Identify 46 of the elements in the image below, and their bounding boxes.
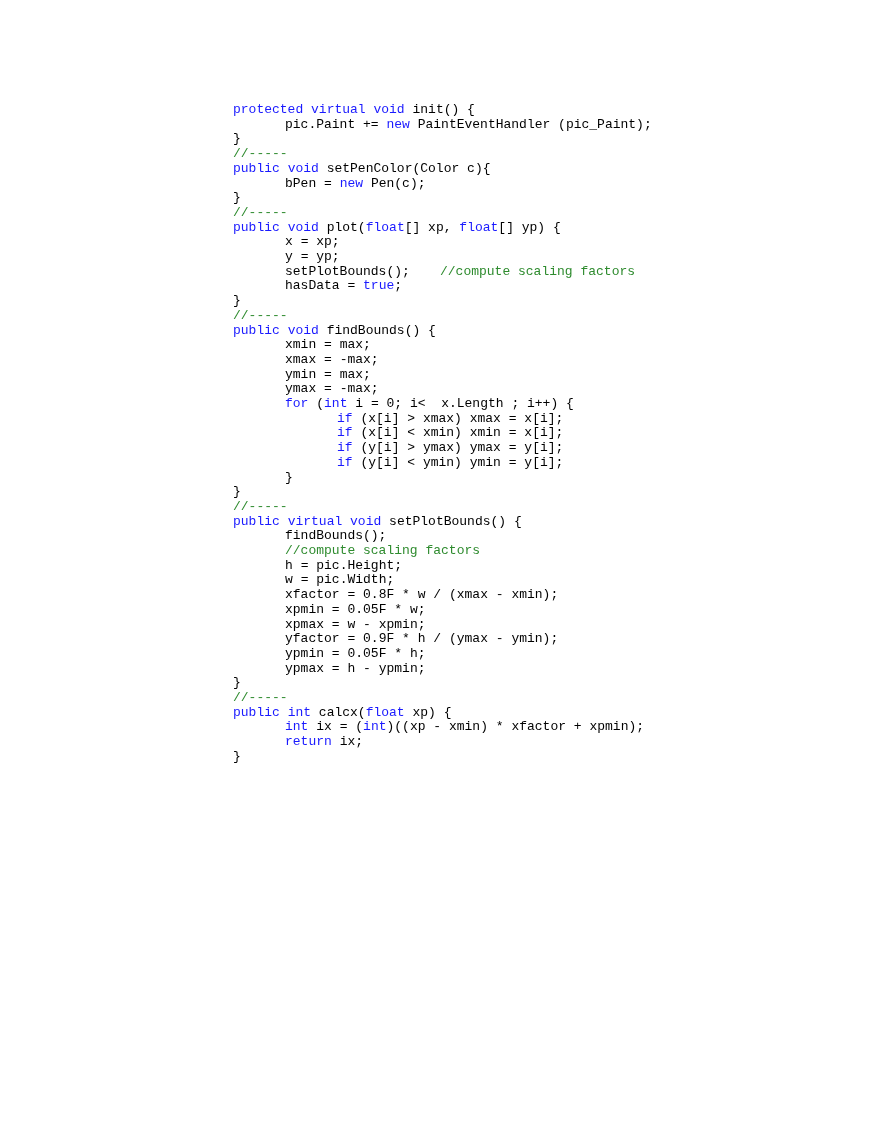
code-line: } bbox=[233, 132, 241, 148]
code-line: ypmin = 0.05F * h; bbox=[285, 646, 426, 662]
code-line: xpmax = w - xpmin; bbox=[285, 617, 426, 633]
code-comment: //----- bbox=[233, 691, 288, 706]
code-line: w = pic.Width; bbox=[285, 573, 395, 589]
code-line: } bbox=[233, 749, 241, 765]
code-line: } bbox=[233, 676, 241, 691]
code-line: xpmin = 0.05F * w; bbox=[285, 602, 426, 618]
code-line: pic.Paint += new PaintEventHandler (pic_Paint); bbox=[285, 117, 652, 133]
code-line: for (int i = 0; i< x.Length ; i++) { bbox=[285, 397, 574, 412]
code-line: if (x[i] < xmin) xmin = x[i]; bbox=[337, 426, 564, 442]
code-line: setPlotBounds(); bbox=[285, 264, 410, 280]
code-line: } bbox=[233, 191, 241, 206]
code-line: if (y[i] < ymin) ymin = y[i]; bbox=[337, 455, 564, 471]
code-comment: //----- bbox=[233, 147, 288, 162]
code-line: y = yp; bbox=[285, 250, 340, 265]
code-line: xfactor = 0.8F * w / (xmax - xmin); bbox=[285, 588, 559, 603]
code-line: } bbox=[233, 485, 241, 500]
code-line: ymin = max; bbox=[285, 367, 371, 383]
code-line: public void plot(float[] xp, float[] yp) { bbox=[233, 220, 561, 236]
code-line: hasData = true; bbox=[285, 279, 403, 295]
code-line: if (x[i] > xmax) xmax = x[i]; bbox=[337, 411, 564, 427]
code-line: bPen = new Pen(c); bbox=[285, 176, 426, 192]
code-line: xmax = -max; bbox=[285, 352, 379, 368]
code-line: ypmax = h - ypmin; bbox=[285, 661, 426, 677]
code-comment: //----- bbox=[233, 308, 288, 324]
code-line: findBounds(); bbox=[285, 529, 387, 544]
code-line: ymax = -max; bbox=[285, 382, 379, 397]
code-line: public void setPenColor(Color c){ bbox=[233, 161, 491, 177]
code-line: if (y[i] > ymax) ymax = y[i]; bbox=[337, 441, 564, 456]
code-comment: //compute scaling factors bbox=[285, 544, 481, 559]
code-line: return ix; bbox=[285, 735, 364, 750]
code-line: public void findBounds() { bbox=[233, 323, 436, 339]
code-comment: //compute scaling factors bbox=[440, 264, 636, 280]
code-line: } bbox=[233, 294, 241, 309]
code-line: h = pic.Height; bbox=[285, 558, 403, 574]
code-line: protected virtual void init() { bbox=[233, 103, 475, 118]
code-line: } bbox=[285, 470, 293, 486]
code-line: int ix = (int)((xp - xmin) * xfactor + xpmin); bbox=[285, 720, 645, 736]
code-comment: //----- bbox=[233, 499, 288, 515]
code-line: public virtual void setPlotBounds() { bbox=[233, 514, 522, 530]
code-comment: //----- bbox=[233, 205, 288, 221]
code-line: yfactor = 0.9F * h / (ymax - ymin); bbox=[285, 632, 559, 647]
code-line: x = xp; bbox=[285, 235, 340, 250]
code-line: xmin = max; bbox=[285, 338, 371, 353]
code-line: public int calcx(float xp) { bbox=[233, 705, 452, 721]
